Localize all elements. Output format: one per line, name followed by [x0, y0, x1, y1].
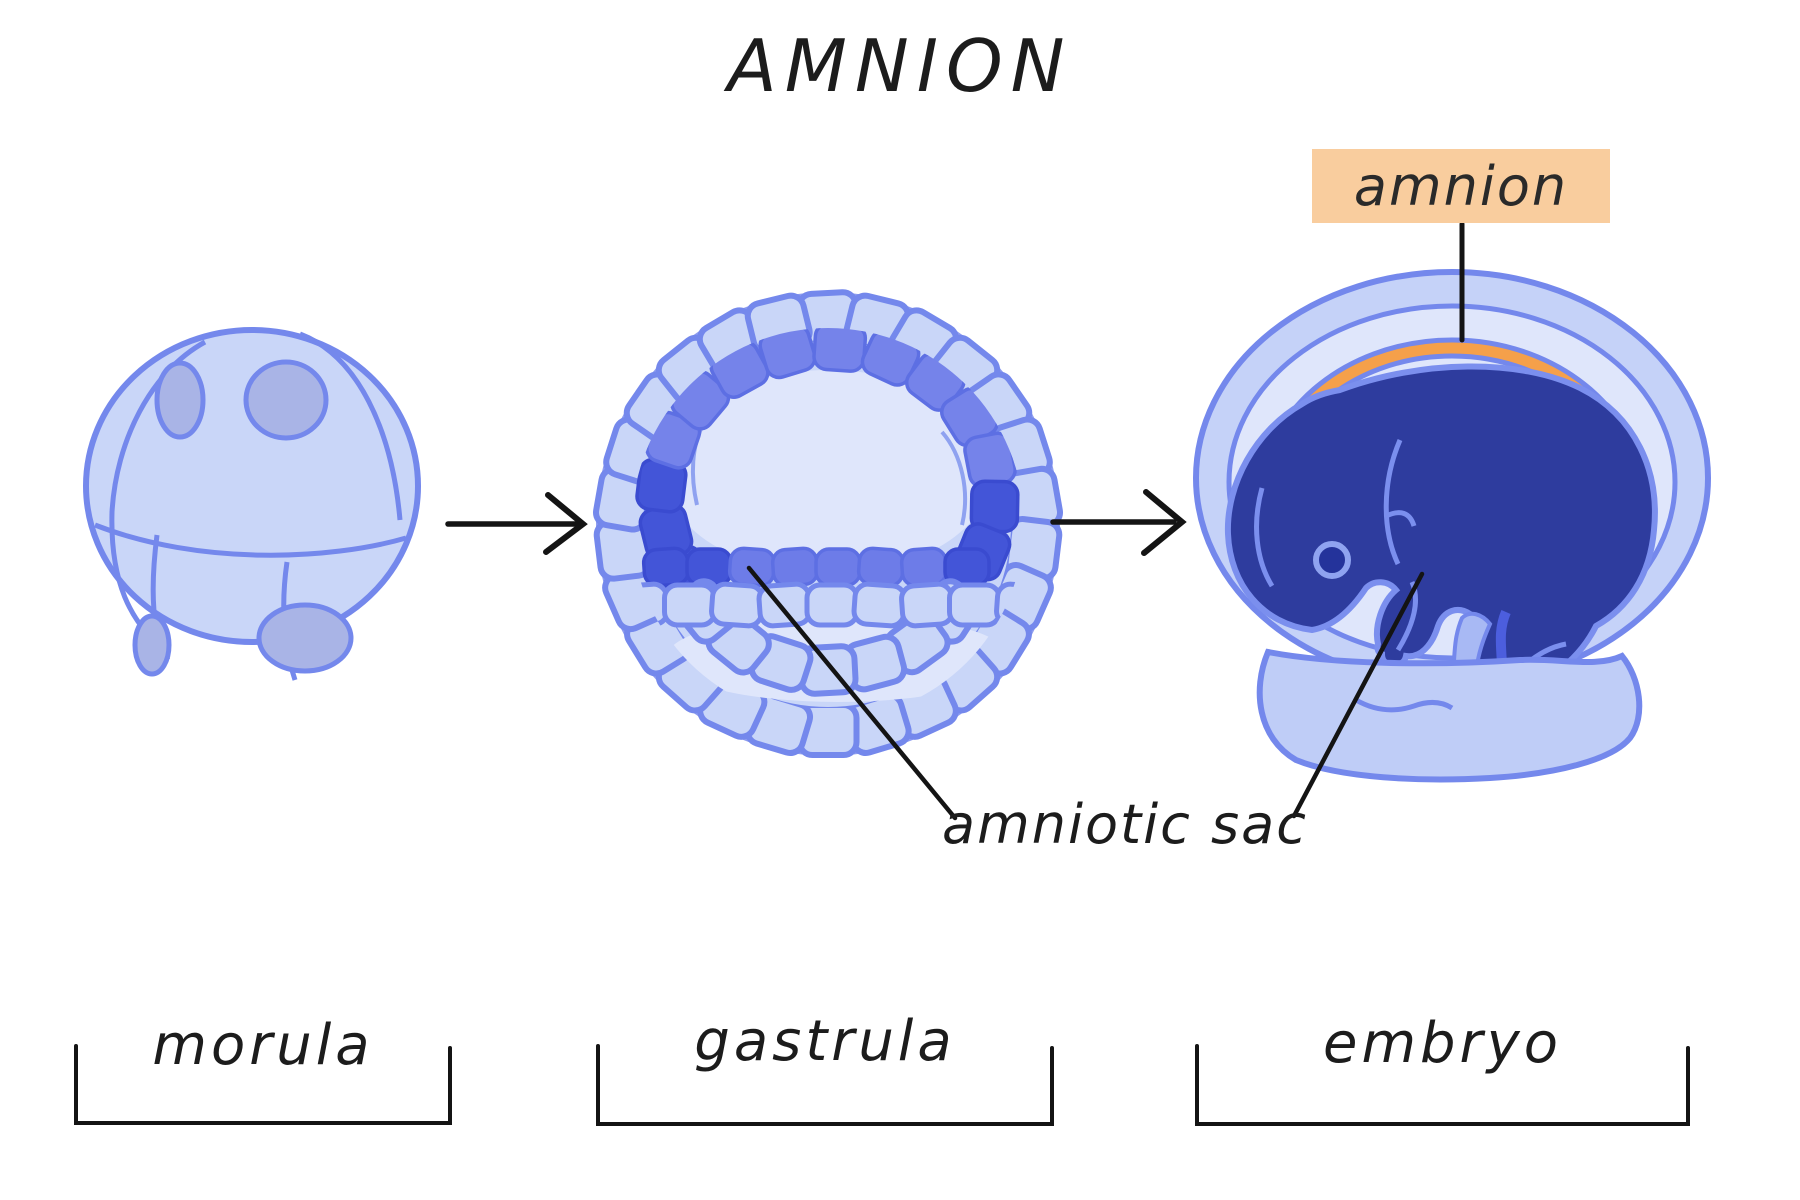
gastrula-lightrow-cell: [709, 581, 765, 629]
gastrula-midrow-cell: [770, 546, 820, 588]
gastrula-midrow-cell: [899, 546, 949, 588]
stage-label-morula: morula: [152, 1013, 374, 1078]
amnion-callout: amnion: [1312, 149, 1610, 223]
amnion-callout-label: amnion: [1353, 154, 1569, 218]
gastrula-lightrow-cell: [662, 582, 717, 628]
gastrula-lightrow-cell: [899, 581, 955, 629]
gastrula-figure: [593, 289, 1063, 758]
gastrula-midrow-cell: [856, 546, 906, 588]
morula-nucleus: [154, 360, 206, 440]
gastrula-lightrow-cell: [851, 581, 908, 629]
gastrula-midrow-cell: [727, 546, 777, 588]
fetus-head-crease: [1383, 439, 1403, 566]
morula-nucleus: [132, 613, 172, 677]
gastrula-lightrow-cell: [947, 582, 1002, 628]
diagram-title: AMNION: [727, 24, 1073, 108]
right-arrow-icon: [445, 492, 588, 555]
amniotic-sac-label: amniotic sac: [942, 793, 1308, 856]
stage-bracket-morula: [74, 1044, 452, 1125]
fetus-back-crease: [1254, 487, 1275, 588]
amniotic-sac-pointer-right: [1291, 571, 1425, 819]
fetus-ear: [1384, 510, 1417, 527]
chorion-pad-detail: [1354, 697, 1454, 713]
right-arrow-icon: [1050, 489, 1187, 556]
stage-label-embryo: embryo: [1323, 1011, 1562, 1076]
gastrula-midrow-cell: [814, 547, 862, 587]
gastrula-middle-cell-row: [641, 546, 991, 588]
embryo-figure: [1193, 269, 1711, 783]
gastrula-inner-cell: [812, 328, 868, 373]
chorion-pad: [1256, 648, 1643, 783]
morula-nucleus: [256, 602, 354, 674]
gastrula-lightrow-cell: [804, 582, 860, 628]
amniotic-sac-pointer-left: [746, 565, 958, 821]
morula-figure: [83, 327, 421, 681]
stage-bracket-gastrula: [596, 1044, 1054, 1126]
cavity-highlight: [940, 430, 968, 526]
gastrula-amniotic-cavity: [664, 370, 992, 574]
fetus-silhouette: [1224, 363, 1658, 708]
morula-nucleus: [243, 359, 329, 441]
morula-cell-boundary: [94, 522, 407, 558]
gastrula-midrow-cell: [641, 546, 691, 588]
gastrula-light-cell-row: [632, 581, 1024, 629]
morula-cell-boundary: [299, 331, 403, 521]
stage-bracket-embryo: [1195, 1044, 1690, 1126]
fetus-eye: [1313, 541, 1351, 579]
stage-label-gastrula: gastrula: [694, 1009, 956, 1074]
